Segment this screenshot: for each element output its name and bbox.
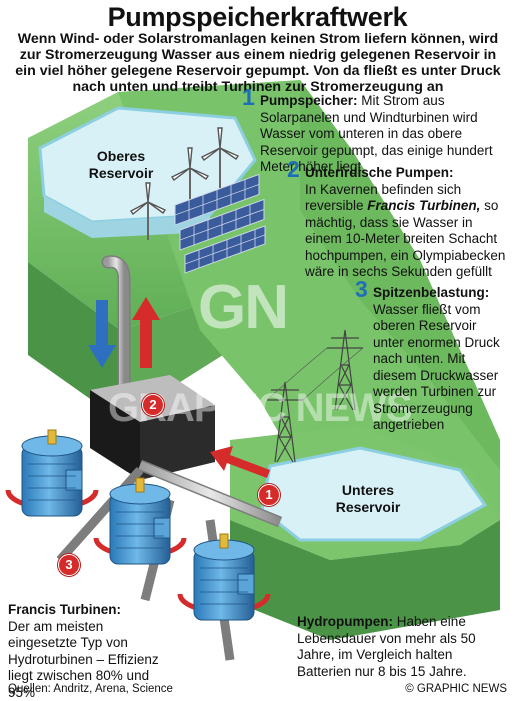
solar-panels bbox=[174, 173, 266, 274]
hydro-caption-heading: Hydropumpen: bbox=[297, 614, 393, 629]
step-3-number: 3 bbox=[355, 276, 368, 302]
step-1: 1 Pumpspeicher: Mit Strom aus Solarpanel… bbox=[242, 86, 502, 176]
step-2-number: 2 bbox=[287, 156, 300, 182]
shaft-pipe bbox=[101, 255, 131, 417]
flow-arrow-to-cavern bbox=[210, 446, 270, 478]
intro-text: Wenn Wind- oder Solarstromanlagen keinen… bbox=[15, 31, 501, 95]
step-1-heading: Pumpspeicher: bbox=[260, 93, 358, 108]
badge-1: 1 bbox=[258, 484, 280, 506]
step-3-heading: Spitzenbelastung: bbox=[373, 285, 490, 300]
step-2: 2 Unterirdische Pumpen: In Kavernen befi… bbox=[287, 158, 507, 281]
sources-footer: Quellen: Andritz, Arena, Science bbox=[8, 683, 173, 695]
credit-footer: © GRAPHIC NEWS bbox=[405, 683, 507, 695]
page-title: Pumpspeicherkraftwerk bbox=[107, 2, 408, 32]
step-2-emphasis: Francis Turbinen, bbox=[367, 198, 481, 213]
badge-3: 3 bbox=[58, 554, 80, 576]
wind-turbines bbox=[129, 127, 240, 240]
step-3-text: Wasser fließt vom oberen Reservoir unter… bbox=[373, 301, 500, 433]
power-pylons bbox=[266, 329, 364, 463]
step-1-text: Mit Strom aus Solarpanelen und Windturbi… bbox=[260, 93, 493, 174]
francis-caption: Francis Turbinen: Der am meisten eingese… bbox=[8, 602, 170, 701]
lower-reservoir-label: Unteres Reservoir bbox=[335, 482, 401, 515]
flow-arrow-up bbox=[132, 297, 160, 368]
step-2-text-before: In Kavernen befinden sich reversible bbox=[305, 181, 462, 214]
francis-turbine-1 bbox=[5, 429, 99, 517]
badge-2: 2 bbox=[142, 394, 164, 416]
step-1-number: 1 bbox=[242, 84, 255, 110]
step-2-heading: Unterirdische Pumpen: bbox=[305, 165, 454, 180]
step-2-text-after: so mächtig, dass sie Wasser in einem 10-… bbox=[305, 198, 506, 279]
francis-turbine-3 bbox=[177, 533, 271, 621]
upper-reservoir-label: Oberes Reservoir bbox=[88, 148, 154, 181]
hydro-caption-text: Haben eine Lebensdauer von mehr als 50 J… bbox=[297, 614, 476, 679]
watermark-logo: GN bbox=[198, 273, 289, 342]
flow-arrow-down bbox=[88, 300, 116, 368]
francis-turbine-2 bbox=[93, 477, 187, 565]
francis-caption-text: Der am meisten eingesetzte Typ von Hydro… bbox=[8, 618, 159, 700]
francis-caption-heading: Francis Turbinen: bbox=[8, 602, 122, 617]
hydro-caption: Hydropumpen: Haben eine Lebensdauer von … bbox=[297, 614, 509, 680]
step-3: 3 Spitzenbelastung: Wasser fließt vom ob… bbox=[355, 278, 511, 434]
